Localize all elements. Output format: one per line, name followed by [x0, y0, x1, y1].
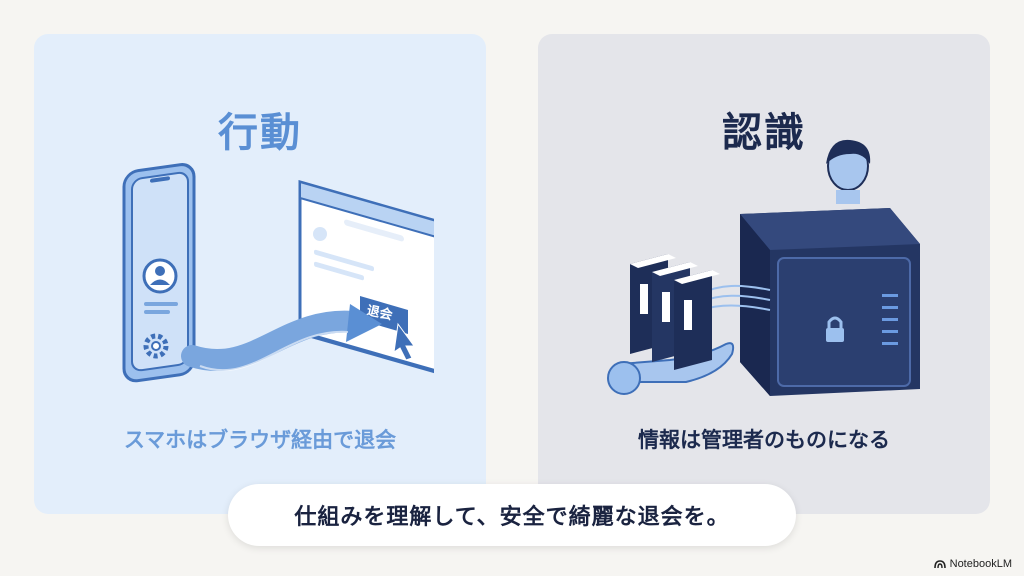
summary-message: 仕組みを理解して、安全で綺麗な退会を。 — [228, 484, 796, 546]
action-title: 行動 — [218, 110, 302, 156]
gear-icon — [143, 333, 169, 359]
awareness-caption: 情報は管理者のものになる — [638, 428, 890, 452]
phone-to-browser-illustration: 退会 — [122, 163, 434, 383]
awareness-panel: 認識 — [538, 34, 990, 514]
brand-name: NotebookLM — [949, 558, 1012, 570]
arrow-icon — [181, 304, 382, 372]
data-handover-illustration — [607, 139, 920, 396]
awareness-title: 認識 — [722, 110, 806, 156]
safe-icon — [740, 208, 920, 396]
brand-watermark: NotebookLM — [933, 558, 1012, 570]
browser-window-icon — [298, 180, 434, 374]
summary-message-text: 仕組みを理解して、安全で綺麗な退会を。 — [294, 505, 730, 530]
binders-icon — [630, 254, 720, 370]
hand-icon — [607, 342, 735, 395]
cursor-icon — [393, 322, 415, 361]
notebooklm-logo-icon — [933, 560, 946, 569]
action-caption: スマホはブラウザ経由で退会 — [123, 428, 397, 452]
action-panel: 行動 退 — [34, 34, 486, 514]
lock-icon — [826, 316, 844, 342]
avatar-icon — [142, 258, 178, 314]
